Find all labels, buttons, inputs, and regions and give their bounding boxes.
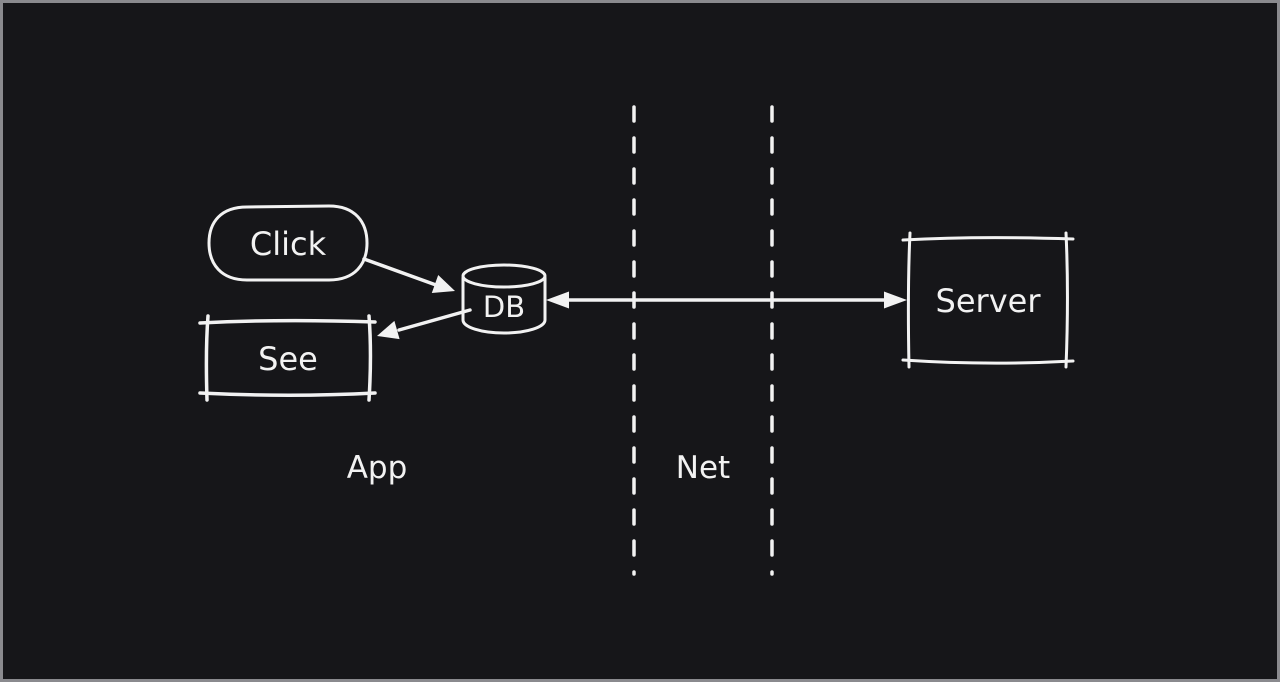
node-server-outline [906, 231, 912, 369]
node-server-outline [901, 358, 1075, 365]
arrowhead-icon [431, 275, 455, 293]
edge-db-to-server [546, 291, 907, 309]
node-see-outline [204, 314, 210, 402]
arrowhead-icon [377, 320, 400, 340]
node-db-top-ellipse [461, 263, 547, 289]
arrowhead-icon [884, 291, 907, 309]
node-db: DB [461, 263, 547, 335]
node-click-outline [207, 204, 369, 282]
edge-line [397, 308, 472, 332]
node-server-label: Server [936, 282, 1042, 320]
edge-db-to-see [377, 308, 472, 340]
node-see-label: See [258, 340, 318, 378]
zone-app-label: App [347, 450, 408, 486]
node-db-body [461, 276, 547, 335]
node-click: Click [207, 204, 369, 282]
arrowhead-icon [546, 291, 569, 309]
diagram-svg: Click DB See Server App Net [198, 105, 1075, 576]
node-click-label: Click [250, 225, 327, 263]
node-see-outline [198, 391, 377, 397]
node-see: See [198, 314, 377, 402]
node-see-outline [367, 314, 373, 402]
edge-click-to-db [362, 257, 455, 293]
edge-line [362, 257, 438, 287]
node-server-outline [901, 236, 1075, 242]
node-see-outline [198, 318, 377, 325]
node-server-outline [1064, 231, 1069, 369]
node-db-label: DB [483, 290, 525, 324]
node-server: Server [901, 231, 1075, 369]
zone-net-label: Net [676, 450, 730, 486]
